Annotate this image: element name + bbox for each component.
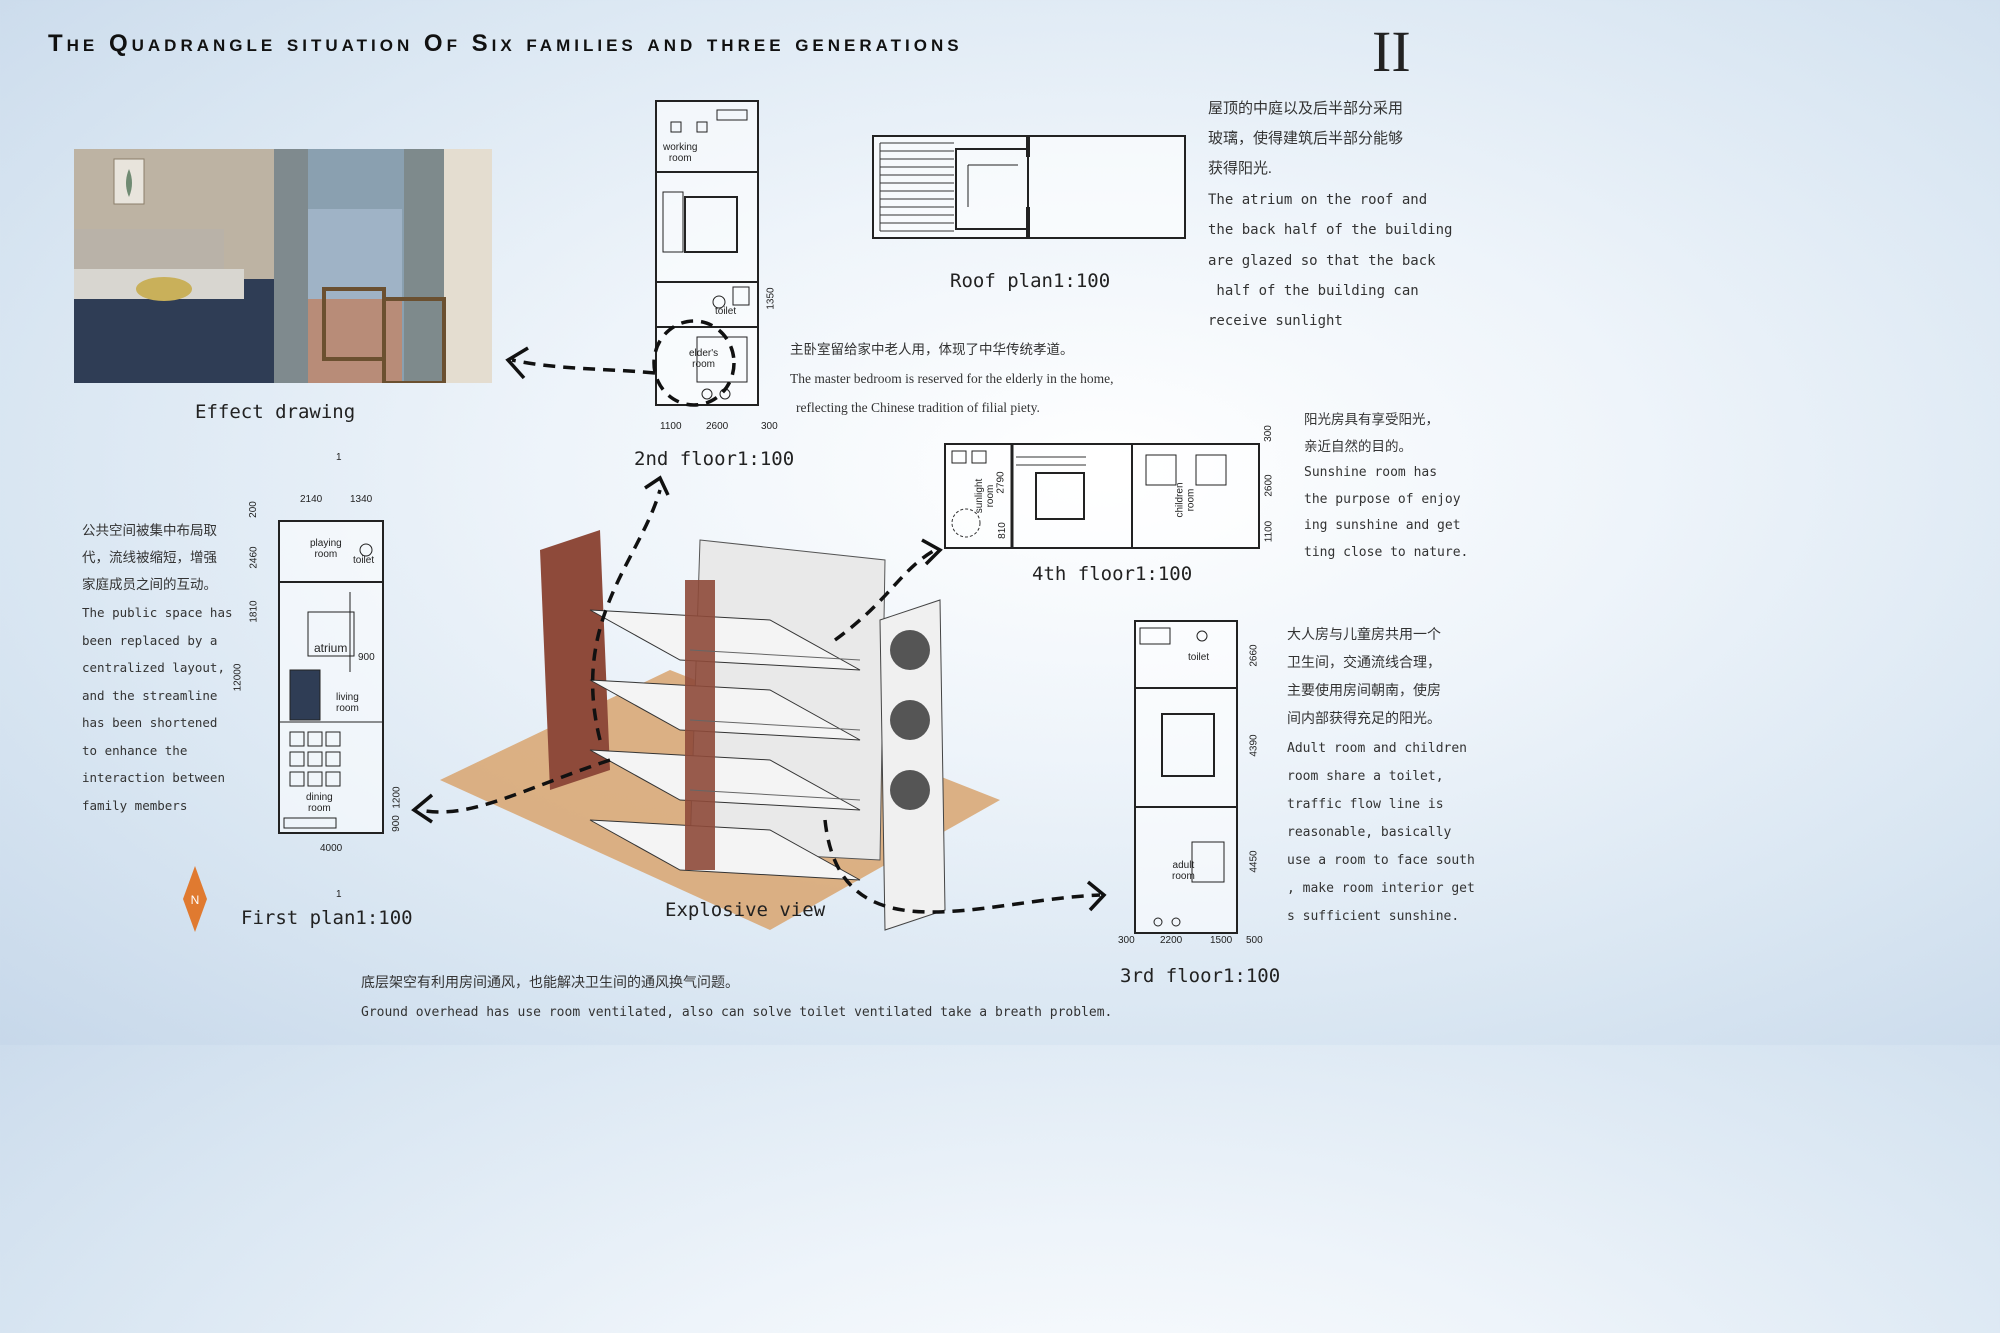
second-floor-caption: 2nd floor1:100 [634,448,795,470]
roof-note-en: The atrium on the roof and the back half… [1208,192,1453,330]
master-note-en-2: reflecting the Chinese tradition of fili… [796,400,1040,415]
adult-note-cn: 大人房与儿童房共用一个 卫生间，交通流线合理， 主要使用房间朝南，使房 间内部获… [1287,628,1441,727]
dim-1f-900-a: 900 [358,652,375,663]
north-arrow-icon: N [183,866,207,932]
fourth-floor-caption: 4th floor1:100 [1032,563,1193,585]
roof-plan-drawing [879,137,1030,237]
page-title: The Quadrangle situation Of Six families… [48,30,963,57]
sun-note-cn: 阳光房具有享受阳光， 亲近自然的目的。 [1304,412,1439,454]
third-floor-drawing [1136,627,1236,927]
ground-note-cn: 底层架空有利用房间通风，也能解决卫生间的通风换气问题。 [361,976,739,991]
working-room-label: working room [663,142,698,164]
dim-2f-2600: 2600 [706,421,729,432]
master-note-en-1: The master bedroom is reserved for the e… [790,371,1114,386]
fourth-floor-drawing [951,445,1227,547]
master-note-cn: 主卧室留给家中老人用，体现了中华传统孝道。 [790,342,1074,357]
toilet-label-2f: toilet [715,306,737,317]
dim-3f-500: 500 [1246,935,1263,946]
dim-3f-4390: 4390 [1248,734,1260,757]
sun-note-en: Sunshine room has the purpose of enjoy i… [1304,465,1469,560]
roof-note-cn: 屋顶的中庭以及后半部分采用 玻璃，使得建筑后半部分能够 获得阳光. [1208,101,1404,177]
dim-3f-1500: 1500 [1210,935,1233,946]
effect-drawing-image [74,149,492,383]
dining-room-label: dining room [306,792,333,814]
explosive-view-illustration [440,530,1000,931]
adult-room-label: adult room [1172,860,1195,882]
dim-2f-300: 300 [761,421,778,432]
roof-plan [872,135,1186,239]
explosive-view-caption: Explosive view [665,899,826,921]
first-floor-plan: playing room toilet atrium living room d… [278,520,384,834]
dim-3f-300: 300 [1118,935,1135,946]
first-plan-caption: First plan1:100 [241,907,413,929]
dim-3f-4450: 4450 [1248,850,1260,873]
dim-1f-4000: 4000 [320,843,343,854]
first-floor-drawing [280,543,382,829]
dim-3f-2200: 2200 [1160,935,1183,946]
svg-text:N: N [191,893,200,907]
second-floor-plan: working room toilet elder's room [655,100,759,406]
adult-note-en: Adult room and children room share a toi… [1287,741,1475,924]
dim-3f-2660: 2660 [1248,644,1260,667]
section-mark-bottom: 1 [336,889,342,900]
public-note-en: The public space has been replaced by a … [82,605,233,813]
page-number: II [1372,19,1411,84]
third-floor-plan: toilet adult room [1134,620,1238,934]
ground-note-en: Ground overhead has use room ventilated,… [361,1005,1113,1020]
effect-drawing-caption: Effect drawing [195,401,356,423]
elders-room-label: elder's room [689,348,719,370]
atrium-label: atrium [314,641,348,655]
public-note-cn: 公共空间被集中布局取 代，流线被缩短，增强 家庭成员之间的互动。 [82,523,217,592]
toilet-label-3f: toilet [1188,652,1210,663]
section-mark-top: 1 [336,452,342,463]
dim-2f-1100: 1100 [660,421,682,432]
playing-room-label: playing room [310,538,342,560]
dim-1f-2140: 2140 [300,494,323,505]
fourth-floor-plan: sunlight room children room 2790 810 [944,443,1260,549]
dashed-arrows [411,319,1107,914]
roof-plan-caption: Roof plan1:100 [950,270,1111,292]
living-room-label: living room [336,692,359,714]
dim-1f-1340: 1340 [350,494,373,505]
toilet-label-1f: toilet [353,555,375,566]
third-floor-caption: 3rd floor1:100 [1120,965,1281,987]
